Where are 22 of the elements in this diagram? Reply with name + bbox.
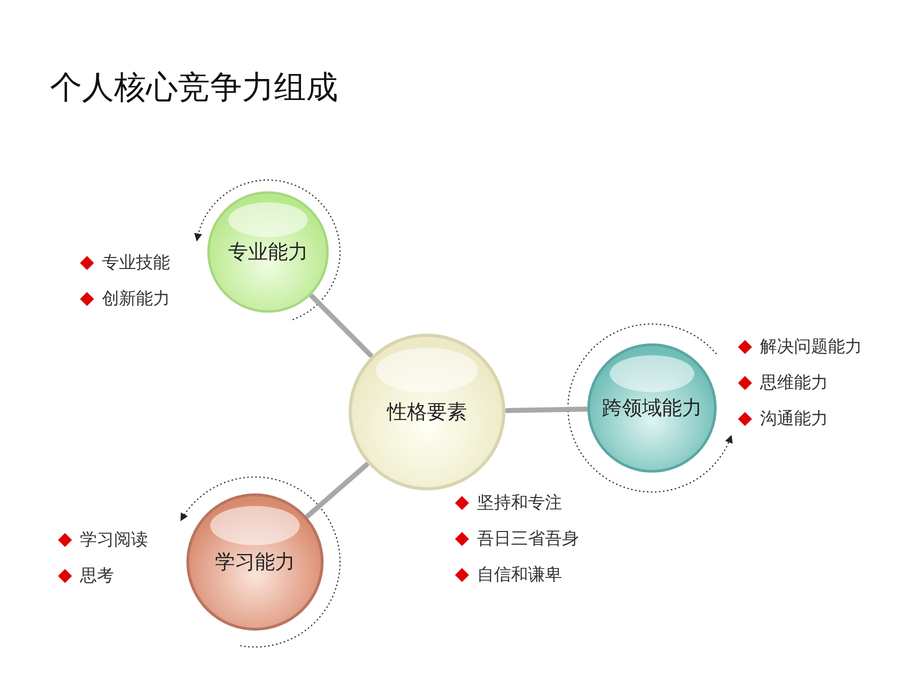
node-label: 性格要素 <box>386 398 468 426</box>
title: 个人核心竞争力组成 <box>50 67 338 108</box>
node-label: 学习能力 <box>214 548 296 576</box>
connector-rod <box>305 462 370 518</box>
bullet-text: 吾日三省吾身 <box>477 528 579 550</box>
bullet-text: 自信和谦卑 <box>477 564 562 586</box>
sphere-node <box>347 332 507 492</box>
connector-rod <box>504 406 588 414</box>
sphere-node <box>206 190 330 314</box>
bullet-text: 思考 <box>80 565 114 587</box>
node-label: 跨领域能力 <box>601 394 703 422</box>
connector-rod <box>309 293 374 358</box>
bullet-text: 思维能力 <box>760 372 828 394</box>
bullet-text: 解决问题能力 <box>760 336 862 358</box>
sphere-node <box>185 492 325 632</box>
node-label: 专业能力 <box>227 238 309 266</box>
bullet-text: 专业技能 <box>102 252 170 274</box>
bullet-text: 创新能力 <box>102 288 170 310</box>
sphere-node <box>586 342 718 474</box>
bullet-text: 坚持和专注 <box>477 492 562 514</box>
bullet-text: 沟通能力 <box>760 408 828 430</box>
bullet-text: 学习阅读 <box>80 529 148 551</box>
